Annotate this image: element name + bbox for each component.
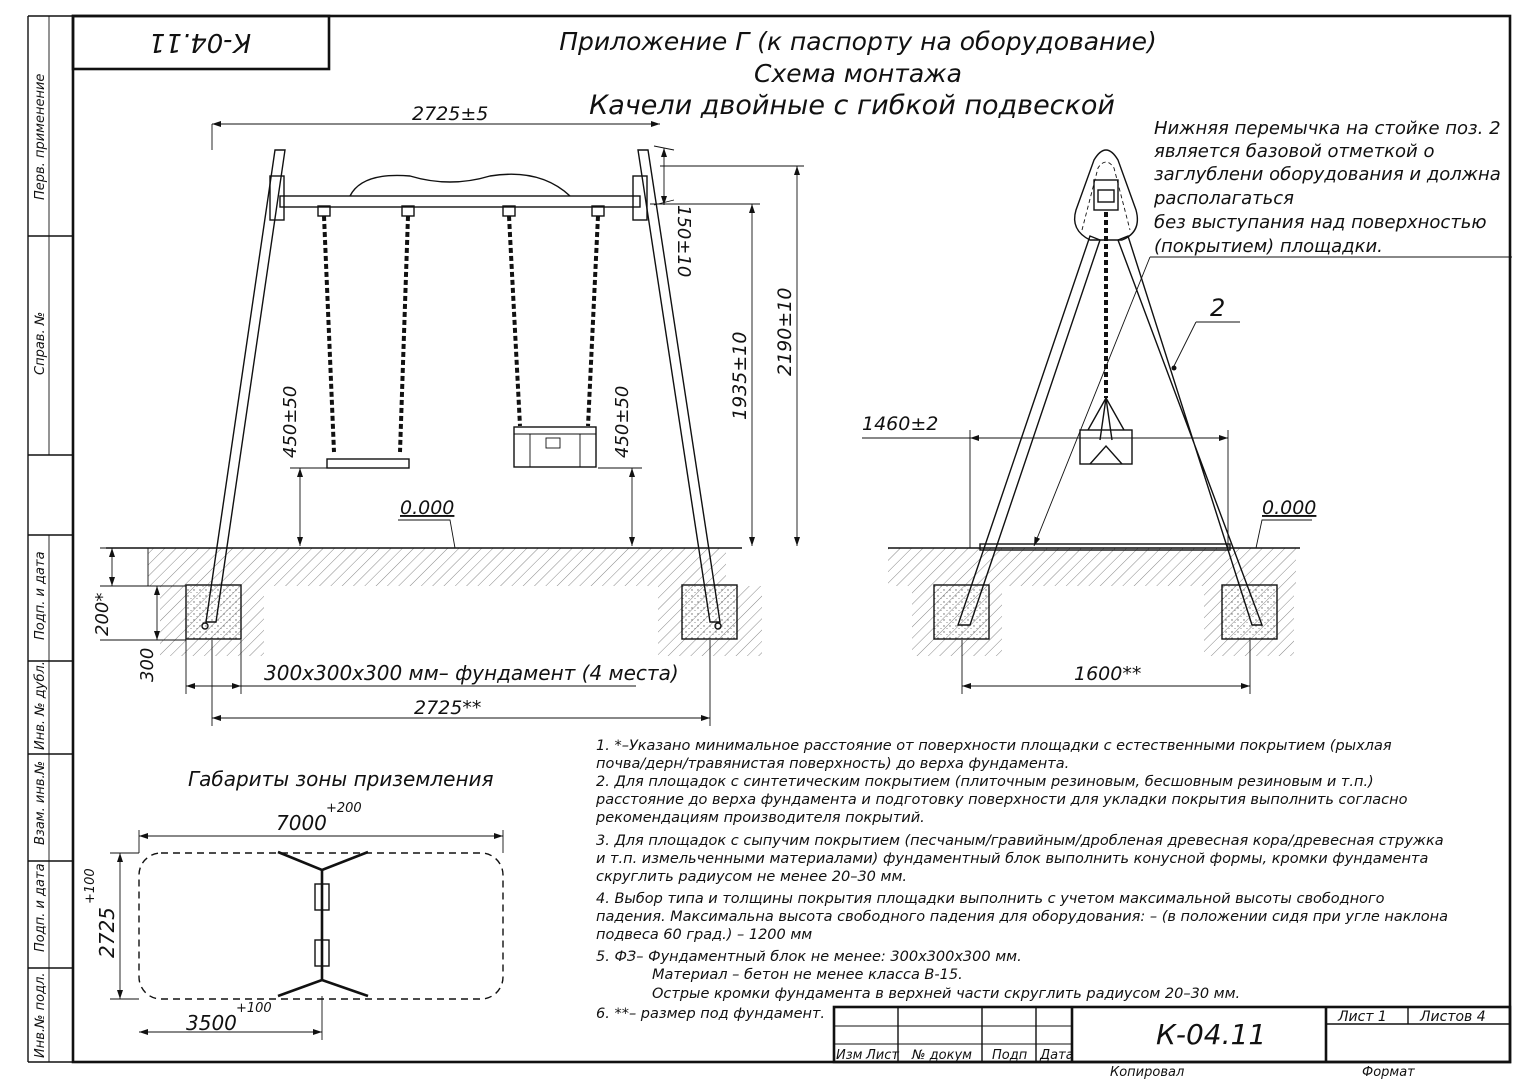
tol-3500: +100 xyxy=(236,1001,272,1016)
front-view: 2725±5 150±10 1935±10 2190±10 450±50 450… xyxy=(92,103,804,726)
stamp-col: Дата xyxy=(1039,1048,1074,1063)
stamp-col: № докум xyxy=(911,1048,972,1063)
side-label: Подп. и дата xyxy=(33,551,48,640)
note-line: 4. Выбор типа и толщины покрытия площадк… xyxy=(596,891,1385,907)
zone-title: Габариты зоны приземления xyxy=(188,767,494,791)
zone-outline xyxy=(138,852,504,1000)
side-labels: Перв. применение Справ. № Подп. и дата И… xyxy=(33,74,48,1058)
svg-text:является базовой отметкой о: является базовой отметкой о xyxy=(1154,141,1435,162)
note-line: подвеса 60 град.) – 1200 мм xyxy=(596,927,812,943)
level-mark-side: 0.000 xyxy=(1262,497,1316,519)
title-line-2: Схема монтажа xyxy=(754,59,962,88)
note-line: расстояние до верха фундамента и подгото… xyxy=(595,792,1408,808)
svg-text:заглублени оборудования и долж: заглублени оборудования и должна xyxy=(1154,164,1501,185)
side-note: Нижняя перемычка на стойке поз. 2 являет… xyxy=(1033,118,1512,547)
note-line: и т.п. измельченными материалами) фундам… xyxy=(596,851,1428,867)
dim-2725-zone: 2725 xyxy=(95,907,119,958)
notes: 1. *–Указано минимальное расстояние от п… xyxy=(595,738,1448,1022)
dim-150: 150±10 xyxy=(673,205,694,277)
side-label: Справ. № xyxy=(33,312,48,375)
side-label: Перв. применение xyxy=(33,74,48,200)
note-line: Материал – бетон не менее класса В-15. xyxy=(652,967,963,983)
svg-text:располагаться: располагаться xyxy=(1153,188,1294,209)
foundation-block xyxy=(185,584,242,640)
stamp-col: Лист xyxy=(865,1048,899,1063)
svg-text:Нижняя перемычка на стойке поз: Нижняя перемычка на стойке поз. 2 xyxy=(1154,118,1501,139)
dim-2725-top: 2725±5 xyxy=(412,103,488,125)
side-label: Инв. № дубл. xyxy=(33,661,48,750)
title: Приложение Г (к паспорту на оборудование… xyxy=(559,27,1157,121)
title-block: Изм Лист № докум Подп Дата К-04.11 Лист … xyxy=(832,1005,1512,1080)
note-line: 3. Для площадок с сыпучим покрытием (пес… xyxy=(596,833,1444,849)
tol-7000: +200 xyxy=(326,801,362,816)
dim-300: 300 xyxy=(137,648,158,682)
svg-text:(покрытием) площадки.: (покрытием) площадки. xyxy=(1154,236,1383,257)
foundation-block xyxy=(681,584,738,640)
format-label: Формат xyxy=(1362,1065,1415,1080)
dim-seat-left: 450±50 xyxy=(280,386,301,458)
note-line: скруглить радиусом не менее 20–30 мм. xyxy=(596,869,907,885)
dim-7000: 7000 xyxy=(276,811,327,835)
sheet-label: Лист 1 xyxy=(1337,1009,1387,1025)
landing-zone: Габариты зоны приземления 7000 +200 2725… xyxy=(83,767,504,1040)
side-label: Взам. инв.№ xyxy=(33,761,48,845)
code-main: К-04.11 xyxy=(1156,1018,1266,1051)
side-label: Подп. и дата xyxy=(33,863,48,952)
code-top: К-04.11 xyxy=(149,27,251,57)
stamp-col: Подп xyxy=(992,1048,1028,1063)
sheets-label: Листов 4 xyxy=(1419,1009,1486,1025)
dim-200: 200* xyxy=(92,593,113,636)
copied-label: Копировал xyxy=(1110,1065,1184,1080)
stamp-col: Изм xyxy=(836,1048,863,1063)
note-line: Острые кромки фундамента в верхней части… xyxy=(652,986,1240,1002)
position-label: 2 xyxy=(1210,294,1225,322)
dim-1935: 1935±10 xyxy=(729,332,751,420)
note-line: 6. **– размер под фундамент. xyxy=(596,1006,825,1022)
dim-2190: 2190±10 xyxy=(774,288,796,376)
note-line: рекомендациям производителя покрытий. xyxy=(595,810,925,826)
sheet-frame xyxy=(27,14,1512,1064)
note-line: 2. Для площадок с синтетическим покрытие… xyxy=(596,774,1374,790)
foundation-block xyxy=(1221,584,1278,640)
side-view: Нижняя перемычка на стойке поз. 2 являет… xyxy=(862,118,1512,694)
dim-3500: 3500 xyxy=(186,1011,237,1035)
note-line: почва/дерн/травянистая поверхность) до в… xyxy=(596,756,1069,772)
note-line: 1. *–Указано минимальное расстояние от п… xyxy=(596,738,1392,754)
title-line-1: Приложение Г (к паспорту на оборудование… xyxy=(559,27,1157,56)
title-line-3: Качели двойные с гибкой подвеской xyxy=(589,90,1115,121)
dim-2725-bottom: 2725** xyxy=(414,697,481,719)
foundation-note: 300х300х300 мм– фундамент (4 места) xyxy=(264,661,679,685)
tol-2725: +100 xyxy=(83,868,98,904)
code-box-top: К-04.11 xyxy=(71,14,331,71)
note-line: 5. ФЗ– Фундаментный блок не менее: 300х3… xyxy=(596,949,1022,965)
dim-1460: 1460±2 xyxy=(862,413,938,435)
svg-text:без выступания над поверхность: без выступания над поверхностью xyxy=(1154,212,1487,233)
dim-seat-right: 450±50 xyxy=(612,386,633,458)
level-mark-front: 0.000 xyxy=(400,497,454,519)
dim-1600: 1600** xyxy=(1074,663,1141,685)
note-line: падения. Максимальна высота свободного п… xyxy=(596,909,1448,925)
side-label: Инв.№ подл. xyxy=(33,972,48,1058)
